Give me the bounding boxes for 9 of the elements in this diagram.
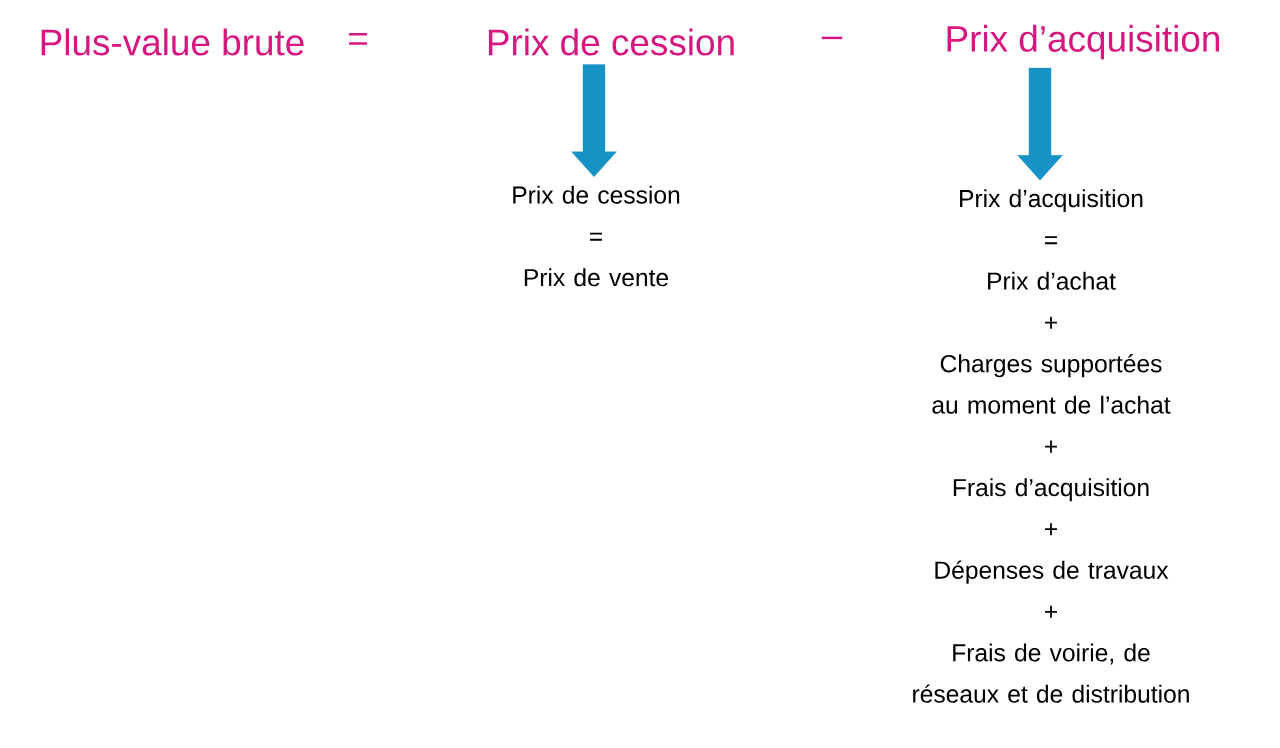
operator-sign: =	[349, 32, 367, 45]
block-arrow	[1017, 67, 1063, 181]
formula-text: Prix de cession = Prix de vente	[513, 185, 680, 287]
heading-text: Plus-value brute	[41, 28, 304, 56]
formula-text: Prix d’acquisition = Prix d’achat + Charges supportées au moment de l’achat + Frais d’acquisition + Dépenses de travaux + Frais de voirie, de réseaux et de distribution	[913, 189, 1189, 703]
heading-text: Prix de cession	[488, 28, 734, 56]
heading-text: Prix d’acquisition	[947, 24, 1219, 60]
block-arrow	[571, 64, 617, 177]
operator-sign: –	[821, 36, 843, 40]
